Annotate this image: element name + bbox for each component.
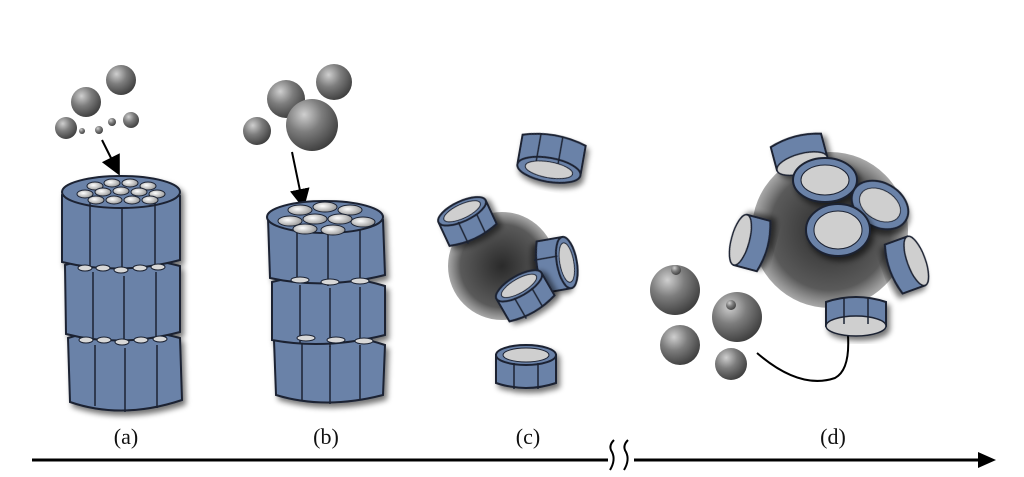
timeline-arrow <box>32 439 996 471</box>
label-c: (c) <box>515 424 541 449</box>
mesoporous-fragment <box>792 157 858 203</box>
panel-c <box>437 132 587 389</box>
nanoparticle-cluster <box>650 265 762 380</box>
nanoparticle-cluster <box>55 65 139 139</box>
axis-break-icon <box>609 439 629 471</box>
mesoporous-fragment <box>805 203 871 257</box>
mesoporous-fragment <box>825 296 887 337</box>
label-a: (a) <box>113 424 139 449</box>
mesoporous-block <box>266 200 387 404</box>
mesoporous-fragment <box>728 213 772 273</box>
mesoporous-fragment <box>516 132 587 184</box>
mesoporous-fragment <box>883 235 930 295</box>
panel-b <box>243 64 387 404</box>
arrow-right-icon <box>978 452 996 468</box>
nanoparticle-cluster <box>243 64 352 151</box>
label-b: (b) <box>313 424 339 449</box>
mesoporous-fragment <box>494 269 556 323</box>
arrow-icon <box>101 139 120 176</box>
arrow-icon <box>289 151 310 209</box>
label-d: (d) <box>820 424 846 449</box>
mesoporous-fragment <box>437 196 498 247</box>
connector-line <box>756 335 850 382</box>
panel-a <box>55 65 184 412</box>
mesoporous-fragment <box>495 344 557 389</box>
mesoporous-block <box>61 175 184 412</box>
panel-d <box>650 132 930 382</box>
